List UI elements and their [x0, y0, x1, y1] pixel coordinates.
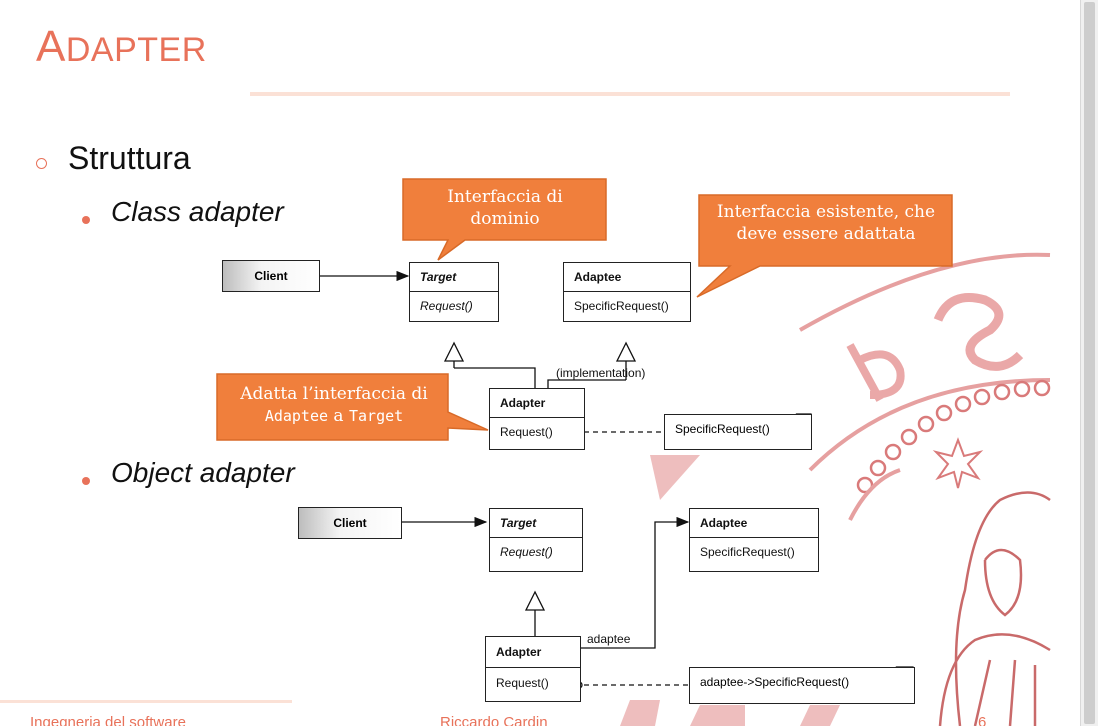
- title-rest: DAPTER: [65, 31, 207, 69]
- bullet-dot-icon: [82, 477, 90, 485]
- bullet-circle-icon: [36, 158, 47, 169]
- footer-author: Riccardo Cardin: [440, 714, 548, 726]
- class-target-op: Request(): [420, 299, 473, 313]
- object-target-op: Request(): [500, 545, 553, 559]
- subheading-class-adapter: Class adapter: [111, 196, 284, 227]
- scrollbar-thumb[interactable]: [1084, 2, 1095, 724]
- object-adaptee-name: Adaptee: [690, 509, 818, 538]
- title-initial: A: [36, 22, 66, 71]
- callout-adapt-line1: Adatta l’interfaccia di: [240, 384, 428, 404]
- object-note: adaptee->SpecificRequest(): [689, 667, 915, 704]
- object-adapter-op: Request(): [496, 676, 549, 690]
- bullet-dot-icon: [82, 216, 90, 224]
- class-adapter-box: Adapter Request(): [489, 388, 585, 450]
- slide-title: ADAPTER: [36, 22, 207, 72]
- adaptee-association-label: adaptee: [587, 632, 631, 646]
- object-target-box: Target Request(): [489, 508, 583, 572]
- footer-rule: [0, 700, 292, 703]
- class-adaptee-name: Adaptee: [564, 263, 690, 292]
- object-target-name: Target: [490, 509, 582, 538]
- class-target-name: Target: [410, 263, 498, 292]
- callout-adaptee-code: Adaptee: [264, 407, 329, 425]
- callout-adapt-mid: a: [328, 406, 349, 426]
- object-adapter-name: Adapter: [486, 637, 580, 668]
- implementation-label: (implementation): [556, 366, 646, 380]
- vertical-scrollbar[interactable]: [1080, 0, 1098, 726]
- class-adapter-name: Adapter: [490, 389, 584, 418]
- class-client-box: Client: [222, 260, 320, 292]
- object-adapter-box: Adapter Request(): [485, 636, 581, 702]
- title-rule: [250, 92, 1010, 96]
- class-adaptee-box: Adaptee SpecificRequest(): [563, 262, 691, 322]
- footer-course: Ingegneria del software: [30, 714, 186, 726]
- callout-adapt: Adatta l’interfaccia di Adaptee a Target: [220, 383, 448, 427]
- class-adapter-op: Request(): [500, 425, 553, 439]
- object-adaptee-box: Adaptee SpecificRequest(): [689, 508, 819, 572]
- object-client-box: Client: [298, 507, 402, 539]
- footer-page-number: 6: [978, 714, 987, 726]
- subheading-object-adapter: Object adapter: [111, 457, 295, 488]
- callout-domain-interface: Interfaccia di dominio: [447, 187, 563, 229]
- class-note: SpecificRequest(): [664, 414, 812, 450]
- callout-target-code: Target: [348, 407, 404, 425]
- heading-struttura: Struttura: [68, 140, 191, 176]
- class-target-box: Target Request(): [409, 262, 499, 322]
- callout-adapt-line2: Adaptee a Target: [220, 405, 448, 427]
- callout-existing-interface: Interfaccia esistente, che deve essere a…: [716, 202, 936, 244]
- object-adaptee-op: SpecificRequest(): [700, 545, 795, 559]
- class-adaptee-op: SpecificRequest(): [574, 299, 669, 313]
